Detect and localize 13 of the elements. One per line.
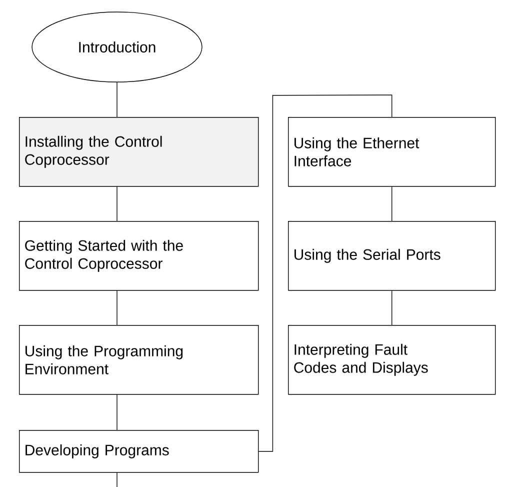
chapter-box: Installing the Control Coprocessor [19,117,259,187]
chapter-box: Interpreting Fault Codes and Displays [288,325,496,395]
connector-line [116,472,118,487]
chapter-box: Getting Started with the Control Coprocessor [19,221,259,291]
chapter-box: Developing Programs [19,430,259,473]
chapter-box: Using the Serial Ports [288,221,496,291]
connector-line [116,394,118,430]
chapter-box: Using the Programming Environment [19,325,259,395]
connector-line [116,186,118,222]
connector-line [116,290,118,326]
connector-line [258,94,392,452]
chapter-box: Using the Ethernet Interface [288,117,496,187]
connector-line [116,82,118,118]
